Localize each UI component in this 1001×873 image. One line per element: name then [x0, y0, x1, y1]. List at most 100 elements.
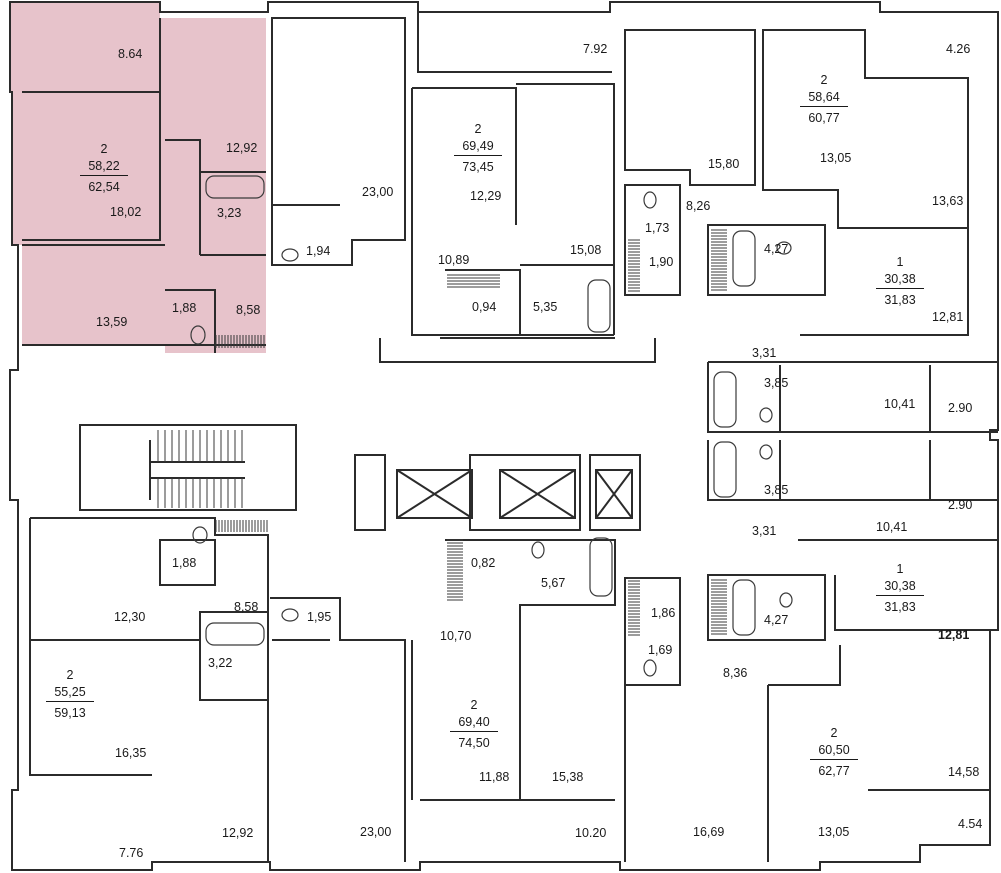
wall — [707, 361, 998, 501]
room-area: 1,88 — [172, 301, 197, 315]
room-area: 15,80 — [708, 157, 740, 171]
room-area: 4,27 — [764, 613, 789, 627]
room-area: 15,08 — [570, 243, 602, 257]
room-area: 12,92 — [222, 826, 254, 840]
toilet-icon — [643, 191, 657, 209]
room-area: 12,30 — [114, 610, 146, 624]
wall — [379, 337, 656, 363]
wall — [159, 539, 216, 586]
room-area: 14,58 — [948, 765, 980, 779]
wall — [271, 17, 406, 266]
toilet-icon — [281, 608, 299, 622]
apartment-living-area: 30,38 — [876, 576, 924, 596]
room-area: 1,90 — [649, 255, 674, 269]
bathtub-icon — [732, 230, 756, 287]
room-area: 10,41 — [876, 520, 908, 534]
room-area: 2.90 — [948, 401, 973, 415]
apartment-total-area: 31,83 — [884, 293, 916, 307]
room-area: 3,22 — [208, 656, 233, 670]
wall — [800, 227, 969, 336]
wall — [29, 517, 269, 776]
wall — [420, 539, 616, 801]
hatches — [157, 229, 727, 636]
room-area: 1,88 — [172, 556, 197, 570]
highlighted-apartment-fill[interactable] — [10, 2, 266, 353]
room-area: 13,59 — [96, 315, 128, 329]
apartment-rooms: 1 — [896, 255, 904, 269]
building-outline — [9, 1, 999, 871]
room-area: 1,73 — [645, 221, 670, 235]
room-area: 1,86 — [651, 606, 676, 620]
wall — [212, 699, 269, 862]
room-area: 12,92 — [226, 141, 258, 155]
apartment-label: 2 58,22 62,54 — [80, 143, 128, 194]
apartment-label: 1 30,38 31,83 — [876, 256, 924, 307]
room-area: 10,70 — [440, 629, 472, 643]
room-area: 12,29 — [470, 189, 502, 203]
room-area: 8,58 — [236, 303, 261, 317]
room-area: 16,69 — [693, 825, 725, 839]
room-area: 8,36 — [723, 666, 748, 680]
room-area: 4.54 — [958, 817, 983, 831]
apartment-label: 2 60,50 62,77 — [810, 727, 858, 778]
room-area: 4,27 — [764, 242, 789, 256]
radiator-hatch — [157, 229, 727, 636]
room-area: 12,81 — [932, 310, 964, 324]
elevator-1 — [396, 469, 473, 519]
apartment-rooms: 2 — [66, 668, 74, 682]
wall — [707, 574, 826, 641]
room-area: 2.90 — [948, 498, 973, 512]
room-area: 12,81 — [938, 628, 970, 642]
toilet-icon — [281, 248, 299, 262]
room-area: 1,95 — [307, 610, 332, 624]
wall — [445, 264, 614, 335]
apartment-total-area: 74,50 — [458, 736, 490, 750]
room-area: 1,94 — [306, 244, 331, 258]
wall — [624, 577, 681, 686]
wall — [22, 18, 266, 256]
wall — [624, 645, 841, 862]
apartment-rooms: 1 — [896, 562, 904, 576]
apartment-total-area: 31,83 — [884, 600, 916, 614]
wall — [798, 539, 999, 631]
wall — [411, 640, 615, 801]
apartment-living-area: 58,64 — [800, 87, 848, 107]
room-area: 13,05 — [820, 151, 852, 165]
room-area: 3,85 — [764, 483, 789, 497]
room-area: 3,31 — [752, 524, 777, 538]
toilet-icon — [643, 659, 657, 677]
apartment-living-area: 58,22 — [80, 156, 128, 176]
toilet-icon — [192, 526, 208, 544]
apartment-rooms: 2 — [474, 122, 482, 136]
highlighted-apartment[interactable] — [10, 2, 266, 353]
apartment-rooms: 2 — [470, 698, 478, 712]
room-area: 16,35 — [115, 746, 147, 760]
bathtub-icon — [713, 371, 737, 428]
room-area: 10.20 — [575, 826, 607, 840]
room-area: 0,82 — [471, 556, 496, 570]
room-area: 5,35 — [533, 300, 558, 314]
apartment-living-area: 55,25 — [46, 682, 94, 702]
bathtub-icon — [205, 622, 265, 646]
room-area: 4.26 — [946, 42, 971, 56]
apartment-living-area: 30,38 — [876, 269, 924, 289]
apartment-total-area: 62,54 — [88, 180, 120, 194]
toilet-icon — [759, 444, 773, 460]
toilet-icon — [531, 541, 545, 559]
room-area: 7.76 — [119, 846, 144, 860]
elevator-2 — [499, 469, 576, 519]
wall — [411, 12, 615, 336]
apartment-label: 1 30,38 31,83 — [876, 563, 924, 614]
fixtures — [190, 175, 793, 677]
apartment-label: 2 69,49 73,45 — [454, 123, 502, 174]
apartment-living-area: 69,40 — [450, 712, 498, 732]
room-area: 3,31 — [752, 346, 777, 360]
elevator-3 — [595, 469, 633, 519]
room-area: 11,88 — [479, 770, 510, 784]
wall — [624, 184, 681, 296]
room-area: 13,63 — [932, 194, 964, 208]
elevator-cross — [396, 469, 633, 519]
bathtub-icon — [587, 279, 611, 333]
room-area: 3,85 — [764, 376, 789, 390]
apartment-living-area: 69,49 — [454, 136, 502, 156]
